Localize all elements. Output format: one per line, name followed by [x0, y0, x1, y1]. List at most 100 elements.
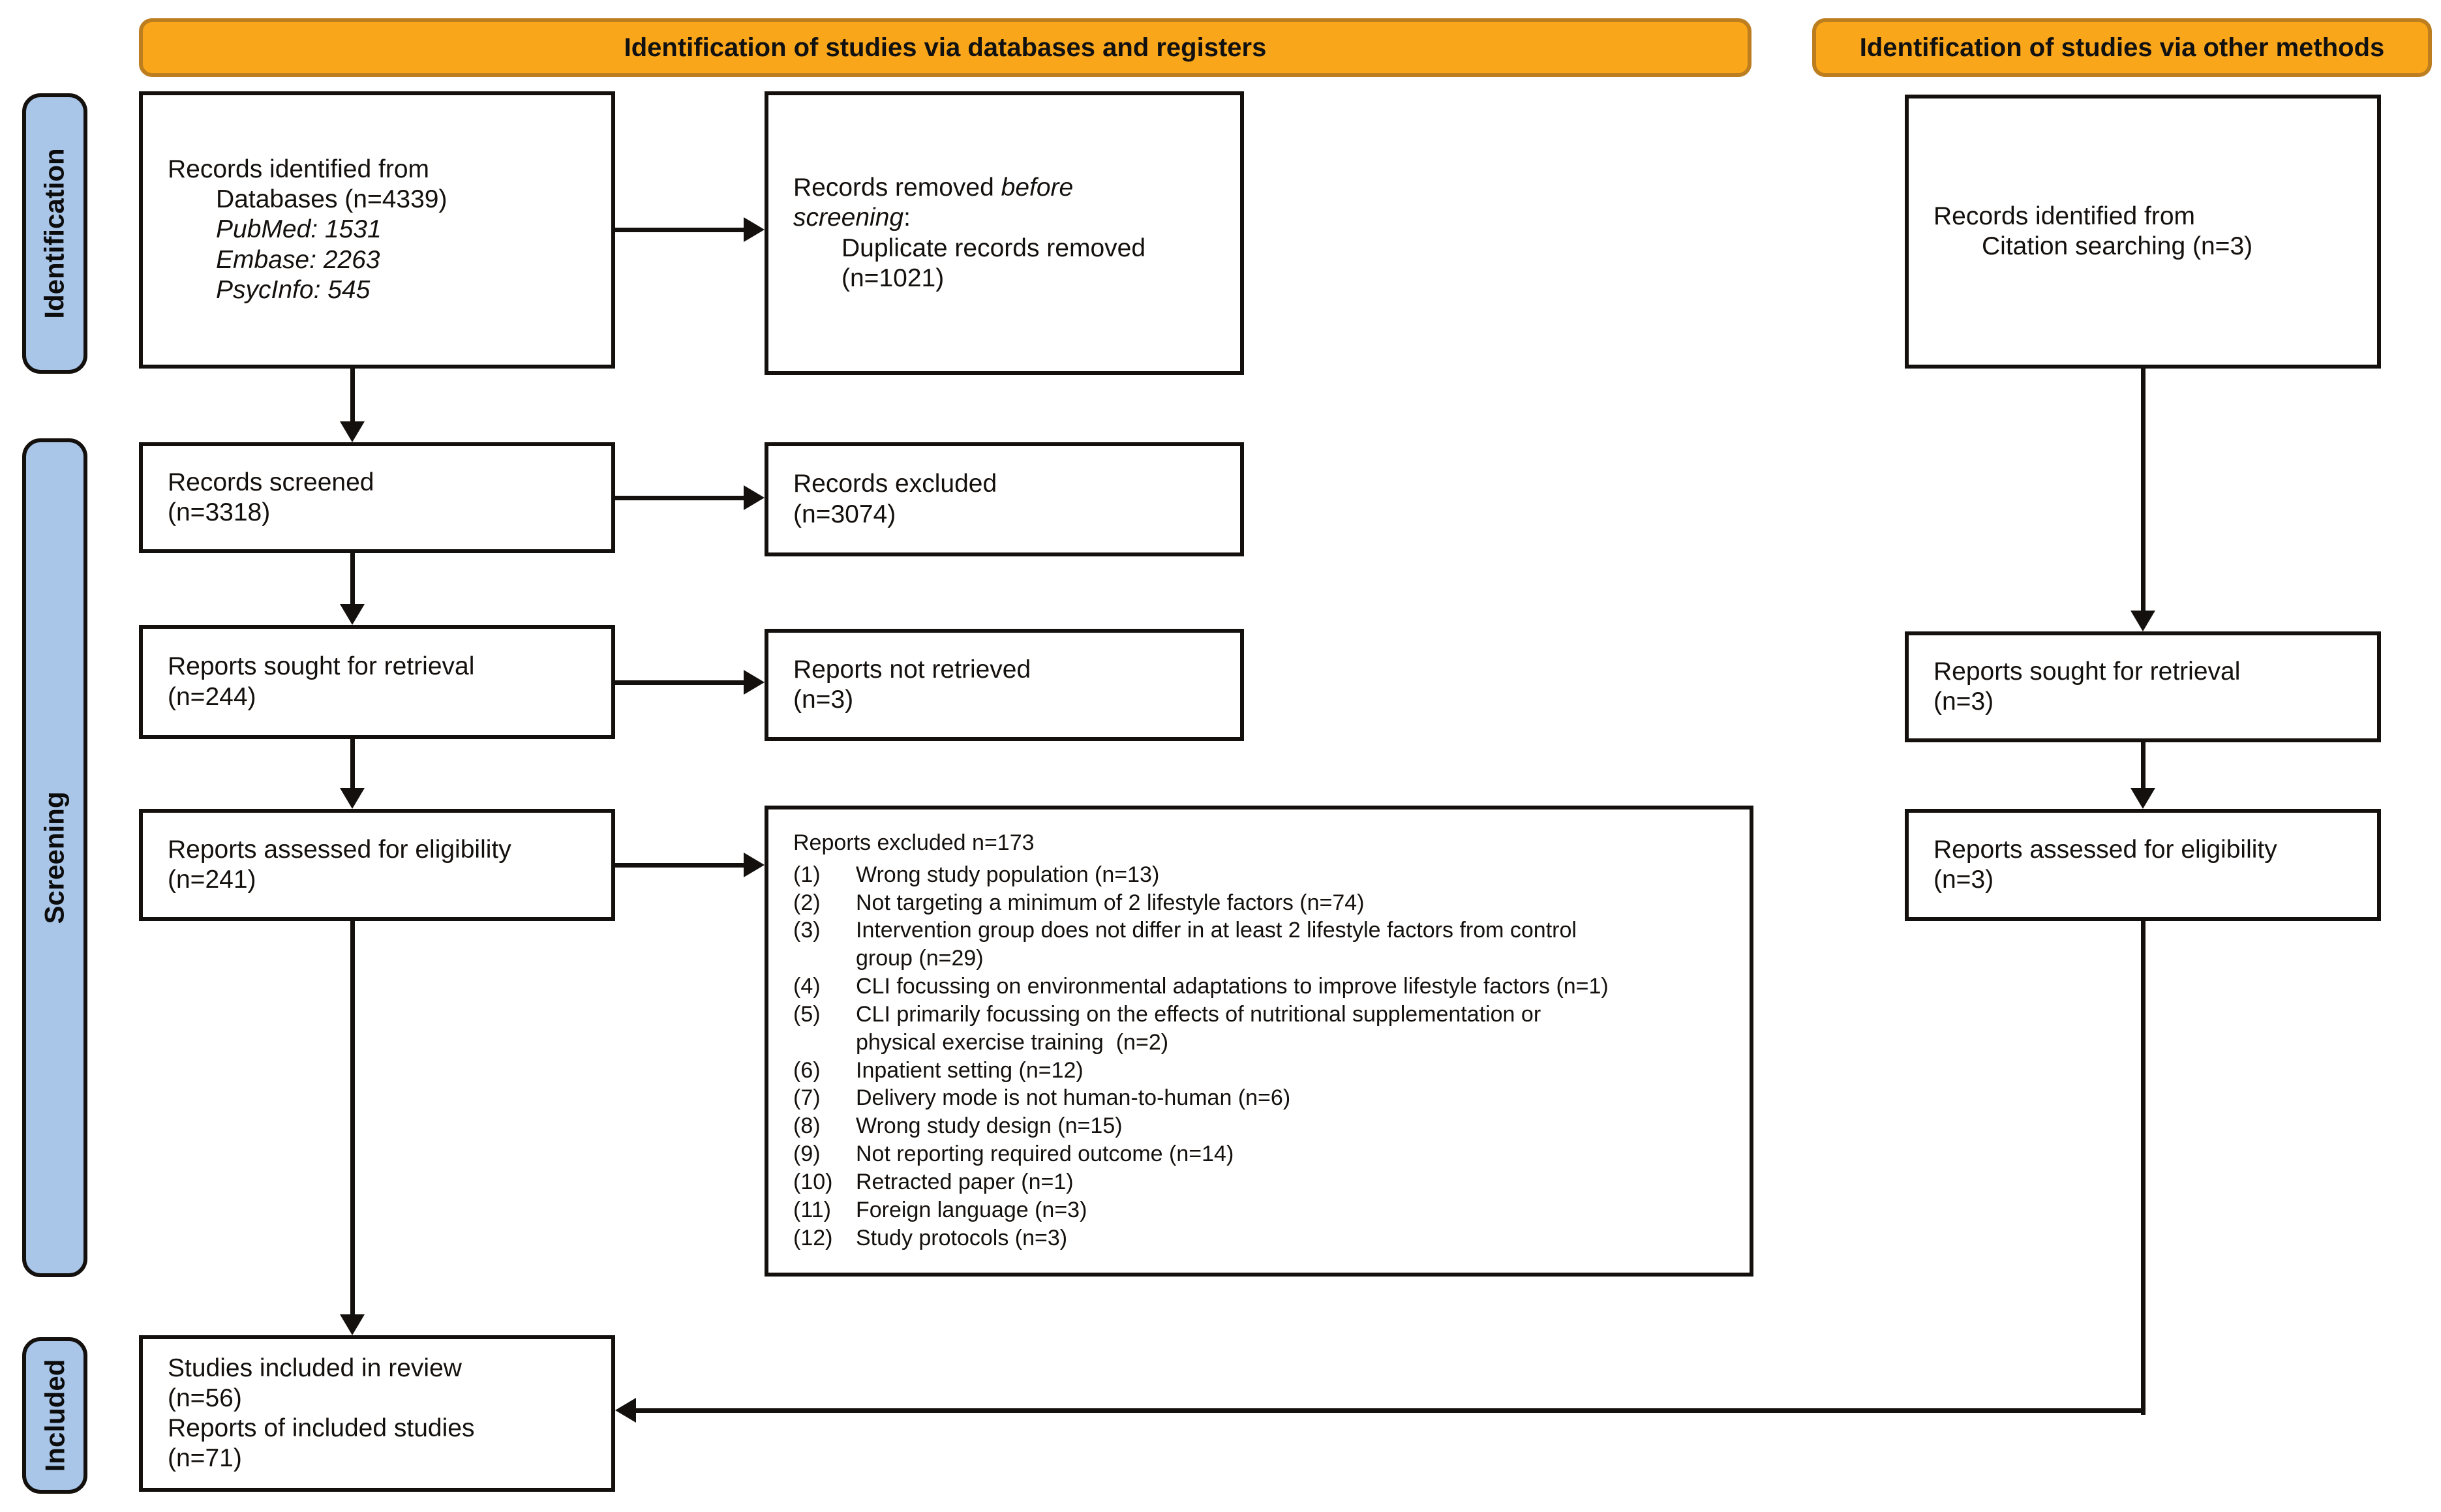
box-line: (n=71) [168, 1444, 242, 1473]
box-line: Reports assessed for eligibility [168, 835, 511, 864]
box-line: Reports of included studies [168, 1414, 475, 1442]
reason-text: Study protocols (n=3) [856, 1225, 1068, 1250]
box-line: Databases (n=4339) [216, 185, 447, 214]
box-reports-not-retrieved: Reports not retrieved (n=3) [765, 629, 1244, 741]
connector-screened-to-sought-line [350, 553, 355, 607]
connector-screened-to-excluded-arrowhead [744, 485, 765, 510]
box-line: Reports sought for retrieval [1933, 657, 2241, 686]
phase-band-screening: Screening [22, 438, 87, 1277]
connector-sought-to-notretrieved-arrowhead [744, 670, 765, 695]
reason-number: (1) [793, 862, 821, 887]
box-reports-assessed-databases: Reports assessed for eligibility (n=241) [139, 809, 615, 921]
excluded-reason-item: (8) Wrong study design (n=15) [793, 1112, 1734, 1140]
connector-identified-to-removed-arrowhead [744, 217, 765, 242]
reason-number: (8) [793, 1113, 821, 1139]
box-records-screened: Records screened (n=3318) [139, 442, 615, 553]
box-studies-included: Studies included in review (n=56) Report… [139, 1335, 615, 1492]
box-records-removed: Records removed before screening: Duplic… [765, 91, 1244, 375]
box-line: Records removed before [793, 174, 1074, 202]
excluded-reasons-title: Reports excluded n=173 [793, 830, 1035, 855]
box-line: (n=241) [168, 866, 256, 894]
box-reports-sought-other: Reports sought for retrieval (n=3) [1905, 631, 2381, 742]
box-citation-searching: Records identified from Citation searchi… [1905, 95, 2381, 369]
connector-screened-to-sought-arrowhead [340, 604, 365, 625]
phase-band-included: Included [22, 1337, 87, 1494]
connector-assessed-to-reasons-arrowhead [744, 853, 765, 877]
reason-text: Intervention group does not differ in at… [856, 918, 1577, 971]
reason-number: (6) [793, 1057, 821, 1083]
box-line: Studies included in review [168, 1353, 462, 1382]
connector-otherassessed-to-included-arrowhead [615, 1398, 636, 1423]
box-reports-sought-databases: Reports sought for retrieval (n=244) [139, 625, 615, 739]
header-other-methods: Identification of studies via other meth… [1812, 18, 2432, 77]
reason-text: CLI primarily focussing on the effects o… [856, 1001, 1541, 1055]
excluded-reason-item: (9) Not reporting required outcome (n=14… [793, 1140, 1734, 1168]
phase-label-screening: Screening [39, 791, 70, 924]
excluded-reason-item: (6) Inpatient setting (n=12) [793, 1057, 1734, 1085]
box-line: (n=3) [793, 686, 854, 714]
box-line: (n=56) [168, 1383, 242, 1412]
phase-label-included: Included [39, 1359, 70, 1472]
connector-othersought-to-assessed-arrowhead [2130, 788, 2155, 809]
excluded-reason-item: (10) Retracted paper (n=1) [793, 1168, 1734, 1196]
excluded-reason-item: (2) Not targeting a minimum of 2 lifesty… [793, 889, 1734, 917]
box-line: Records identified from [168, 155, 430, 184]
box-line: (n=3) [1933, 688, 1994, 716]
reason-number: (7) [793, 1085, 821, 1111]
connector-sought-to-notretrieved-line [615, 680, 746, 685]
excluded-reason-item: (12) Study protocols (n=3) [793, 1224, 1734, 1252]
box-line: Duplicate records removed [841, 234, 1146, 262]
connector-assessed-to-reasons-line [615, 863, 746, 868]
box-line: Records screened [168, 468, 374, 496]
box-line: PsycInfo: 545 [216, 275, 371, 304]
excluded-reason-item: (7) Delivery mode is not human-to-human … [793, 1084, 1734, 1112]
box-reports-assessed-other: Reports assessed for eligibility (n=3) [1905, 809, 2381, 921]
box-line: Records identified from [1933, 202, 2196, 230]
box-line: (n=3074) [793, 500, 896, 528]
reason-text: Retracted paper (n=1) [856, 1169, 1074, 1194]
header-databases-registers: Identification of studies via databases … [139, 18, 1751, 77]
reason-text: Foreign language (n=3) [856, 1197, 1087, 1222]
box-line: (n=1021) [841, 264, 945, 292]
connector-citation-to-sought-line [2141, 369, 2145, 613]
connector-identified-to-screened-line [350, 369, 355, 424]
reason-text: Delivery mode is not human-to-human (n=6… [856, 1085, 1291, 1111]
box-line: PubMed: 1531 [216, 215, 382, 244]
box-line: Reports sought for retrieval [168, 652, 475, 681]
excluded-reason-item: (4) CLI focussing on environmental adapt… [793, 973, 1734, 1001]
box-line: Embase: 2263 [216, 245, 380, 274]
connector-otherassessed-elbow-horizontal-line [636, 1408, 2145, 1413]
connector-screened-to-excluded-line [615, 496, 746, 500]
box-line: (n=244) [168, 682, 256, 711]
reason-text: Inpatient setting (n=12) [856, 1057, 1084, 1083]
header-other-methods-label: Identification of studies via other meth… [1859, 33, 2385, 62]
reason-text: Not reporting required outcome (n=14) [856, 1142, 1234, 1167]
reason-text: Wrong study population (n=13) [856, 862, 1160, 887]
header-databases-registers-label: Identification of studies via databases … [624, 33, 1267, 62]
box-line: Reports assessed for eligibility [1933, 835, 2277, 864]
connector-sought-to-assessed-line [350, 739, 355, 791]
reason-text: CLI focussing on environmental adaptatio… [856, 974, 1609, 999]
excluded-reason-item: (5) CLI primarily focussing on the effec… [793, 1001, 1734, 1057]
box-reports-excluded-reasons: Reports excluded n=173 (1) Wrong study p… [765, 806, 1753, 1277]
reason-number: (11) [793, 1197, 831, 1222]
reason-number: (10) [793, 1169, 833, 1194]
reason-number: (5) [793, 1001, 821, 1027]
box-records-excluded: Records excluded (n=3074) [765, 442, 1244, 556]
box-records-identified: Records identified from Databases (n=433… [139, 91, 615, 369]
connector-othersought-to-assessed-line [2141, 742, 2145, 791]
connector-identified-to-removed-line [615, 228, 746, 232]
connector-identified-to-screened-arrowhead [340, 421, 365, 442]
phase-band-identification: Identification [22, 93, 87, 374]
reason-text: Not targeting a minimum of 2 lifestyle f… [856, 890, 1365, 915]
connector-assessed-to-included-line [350, 921, 355, 1317]
reason-number: (4) [793, 974, 821, 999]
reason-number: (2) [793, 890, 821, 915]
box-line: Reports not retrieved [793, 655, 1031, 684]
box-line: Citation searching (n=3) [1982, 232, 2253, 260]
excluded-reason-item: (11) Foreign language (n=3) [793, 1196, 1734, 1224]
box-line: screening: [793, 204, 911, 232]
connector-sought-to-assessed-arrowhead [340, 788, 365, 809]
reason-number: (12) [793, 1225, 833, 1250]
